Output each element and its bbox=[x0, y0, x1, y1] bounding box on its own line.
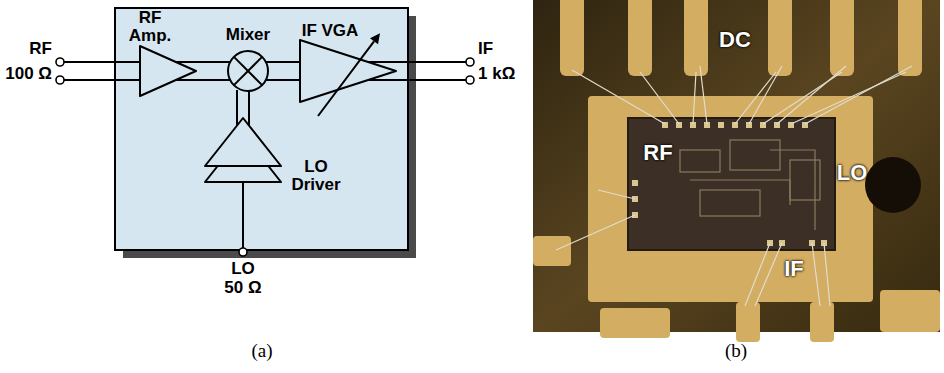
shape-outline bbox=[140, 46, 196, 96]
block-label: LO Driver bbox=[284, 158, 348, 194]
port-name: LO bbox=[231, 259, 255, 279]
shape-outline bbox=[204, 118, 282, 184]
port-name: IF bbox=[478, 39, 493, 59]
chip-photo bbox=[533, 0, 940, 342]
wire bbox=[236, 90, 238, 126]
wire bbox=[266, 79, 300, 81]
wire bbox=[248, 90, 250, 126]
block-frame bbox=[115, 8, 416, 258]
subfigure-tag: (b) bbox=[725, 340, 747, 362]
block-label: Mixer bbox=[216, 26, 280, 44]
port-impedance: 100 Ω bbox=[5, 64, 52, 84]
amplifier-triangle: RF Amp. bbox=[120, 8, 200, 98]
port-wires bbox=[56, 58, 474, 256]
pad-label: RF bbox=[643, 140, 672, 165]
port-impedance: 50 Ω bbox=[224, 278, 261, 298]
port-impedance: 1 kΩ bbox=[478, 64, 515, 84]
subfigure-tag: (a) bbox=[251, 340, 272, 362]
port-name: RF bbox=[29, 39, 52, 59]
block-label: IF VGA bbox=[294, 22, 366, 40]
shape-outline bbox=[227, 50, 269, 92]
block-label: RF Amp. bbox=[121, 9, 179, 45]
mixer-circle: Mixer bbox=[218, 22, 282, 94]
vga-triangle: IF VGA bbox=[296, 20, 406, 110]
wire bbox=[176, 61, 230, 63]
driver-triangle: LO Driver bbox=[204, 118, 350, 198]
signal-wire-pair bbox=[266, 62, 300, 80]
pad-label: LO bbox=[837, 160, 868, 185]
pad-label: IF bbox=[784, 256, 804, 281]
wire bbox=[176, 79, 230, 81]
wire bbox=[266, 61, 300, 63]
shape-outline bbox=[300, 40, 396, 102]
pad-label: DC bbox=[719, 27, 751, 52]
